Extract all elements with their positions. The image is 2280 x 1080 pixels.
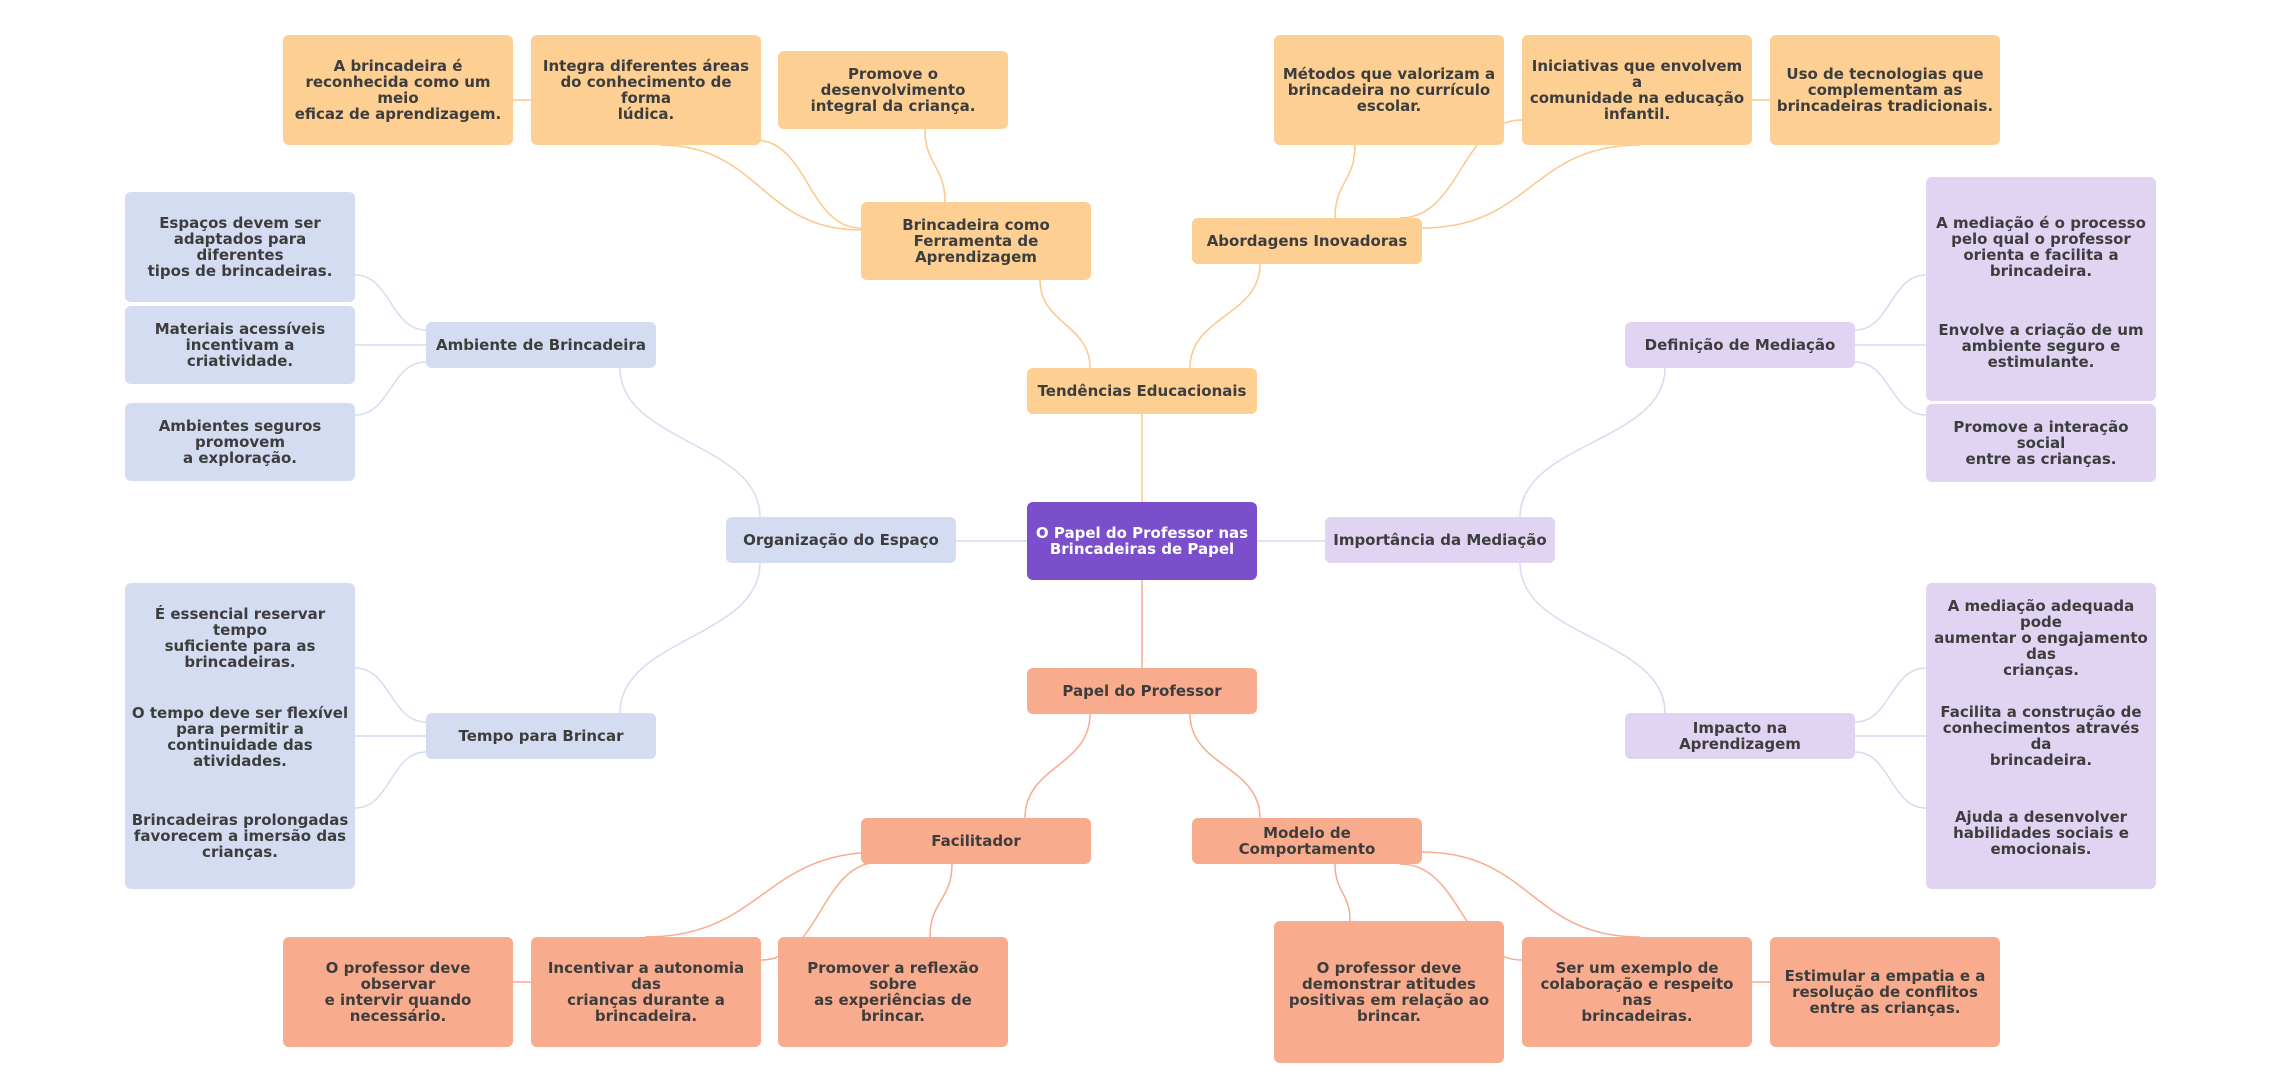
edge-modelo-leaf3 [1421, 851, 1641, 938]
leaf-tempo-2[interactable]: O tempo deve ser flexível para permitir … [131, 704, 349, 770]
tendencias-node[interactable]: Tendências Educacionais [1027, 368, 1257, 414]
edge-tend-abord [1189, 263, 1261, 369]
tempo-leaf-group [125, 583, 355, 889]
tempo-node[interactable]: Tempo para Brincar [426, 713, 656, 759]
leaf-ambiente-3[interactable]: Ambientes seguros promovem a exploração. [125, 403, 355, 481]
edge-brinc-leaf3 [924, 128, 946, 203]
edge-papel-facil [1024, 713, 1091, 819]
espaco-node[interactable]: Organização do Espaço [726, 517, 956, 563]
leaf-abordagens-1[interactable]: Métodos que valorizam a brincadeira no c… [1274, 35, 1504, 145]
leaf-facilitador-1[interactable]: O professor deve observar e intervir qua… [283, 937, 513, 1047]
abordagens-node[interactable]: Abordagens Inovadoras [1192, 218, 1422, 264]
leaf-brincadeira-2[interactable]: Integra diferentes áreas do conhecimento… [531, 35, 761, 145]
ambiente-node[interactable]: Ambiente de Brincadeira [426, 322, 656, 368]
leaf-brincadeira-3[interactable]: Promove o desenvolvimento integral da cr… [778, 51, 1008, 129]
leaf-impacto-3[interactable]: Ajuda a desenvolver habilidades sociais … [1953, 807, 2129, 858]
edge-facil-leaf3 [929, 863, 953, 938]
edge-impacto-leaf1 [1854, 667, 1927, 723]
edge-modelo-leaf1 [1334, 863, 1351, 922]
impacto-node[interactable]: Impacto na Aprendizagem [1625, 713, 1855, 759]
leaf-tempo-1[interactable]: É essencial reservar tempo suficiente pa… [154, 604, 326, 671]
edge-espaco-tempo [619, 562, 761, 714]
modelo-node[interactable]: Modelo de Comportamento [1192, 818, 1422, 864]
edge-ambiente-leaf1 [354, 274, 427, 331]
edge-facil-leaf2 [644, 851, 881, 938]
leaf-facilitador-2[interactable]: Incentivar a autonomia das crianças dura… [531, 937, 761, 1047]
edge-ambiente-leaf3 [354, 361, 427, 416]
edge-mediacao-impacto [1519, 562, 1666, 714]
definicao-leaf-group [1926, 177, 2156, 401]
leaf-abordagens-3[interactable]: Uso de tecnologias que complementam as b… [1770, 35, 2000, 145]
mediacao-node[interactable]: Importância da Mediação [1325, 517, 1555, 563]
edge-definicao-leaf1 [1854, 274, 1927, 331]
edge-abord-leaf3 [1421, 144, 1641, 229]
edge-brinc-leaf1 [754, 139, 862, 229]
edge-tempo-leaf1 [354, 667, 427, 723]
edge-espaco-ambiente [619, 367, 761, 518]
leaf-impacto-1[interactable]: A mediação adequada pode aumentar o enga… [1934, 596, 2148, 679]
papel-node[interactable]: Papel do Professor [1027, 668, 1257, 714]
leaf-definicao-2[interactable]: Envolve a criação de um ambiente seguro … [1938, 321, 2144, 371]
edge-papel-modelo [1189, 713, 1261, 819]
edge-impacto-leaf3 [1854, 751, 1927, 809]
facilitador-node[interactable]: Facilitador [861, 818, 1091, 864]
leaf-definicao-3[interactable]: Promove a interação social entre as cria… [1926, 404, 2156, 482]
leaf-abordagens-2[interactable]: Iniciativas que envolvem a comunidade na… [1522, 35, 1752, 145]
leaf-modelo-2[interactable]: Ser um exemplo de colaboração e respeito… [1522, 937, 1752, 1047]
edge-abord-leaf1 [1334, 144, 1356, 219]
root-node[interactable]: O Papel do Professor nas Brincadeiras de… [1027, 502, 1257, 580]
leaf-impacto-2[interactable]: Facilita a construção de conhecimentos a… [1940, 702, 2142, 769]
leaf-ambiente-2[interactable]: Materiais acessíveis incentivam a criati… [125, 306, 355, 384]
edge-tend-brinc [1039, 279, 1091, 369]
leaf-definicao-1[interactable]: A mediação é o processo pelo qual o prof… [1936, 214, 2146, 280]
edge-brinc-leaf1b [659, 144, 862, 231]
impacto-leaf-group [1926, 583, 2156, 889]
definicao-node[interactable]: Definição de Mediação [1625, 322, 1855, 368]
leaf-tempo-3[interactable]: Brincadeiras prolongadas favorecem a ime… [131, 810, 349, 861]
leaf-facilitador-3[interactable]: Promover a reflexão sobre as experiência… [778, 937, 1008, 1047]
leaf-ambiente-1[interactable]: Espaços devem ser adaptados para diferen… [125, 192, 355, 302]
leaf-brincadeira-1[interactable]: A brincadeira é reconhecida como um meio… [283, 35, 513, 145]
leaf-modelo-3[interactable]: Estimular a empatia e a resolução de con… [1770, 937, 2000, 1047]
edge-mediacao-definicao [1519, 367, 1666, 518]
leaf-modelo-1[interactable]: O professor deve demonstrar atitudes pos… [1274, 921, 1504, 1063]
edge-definicao-leaf3 [1854, 361, 1927, 416]
edge-tempo-leaf3 [354, 751, 427, 809]
brincadeira-ferramenta-node[interactable]: Brincadeira como Ferramenta de Aprendiza… [861, 202, 1091, 280]
